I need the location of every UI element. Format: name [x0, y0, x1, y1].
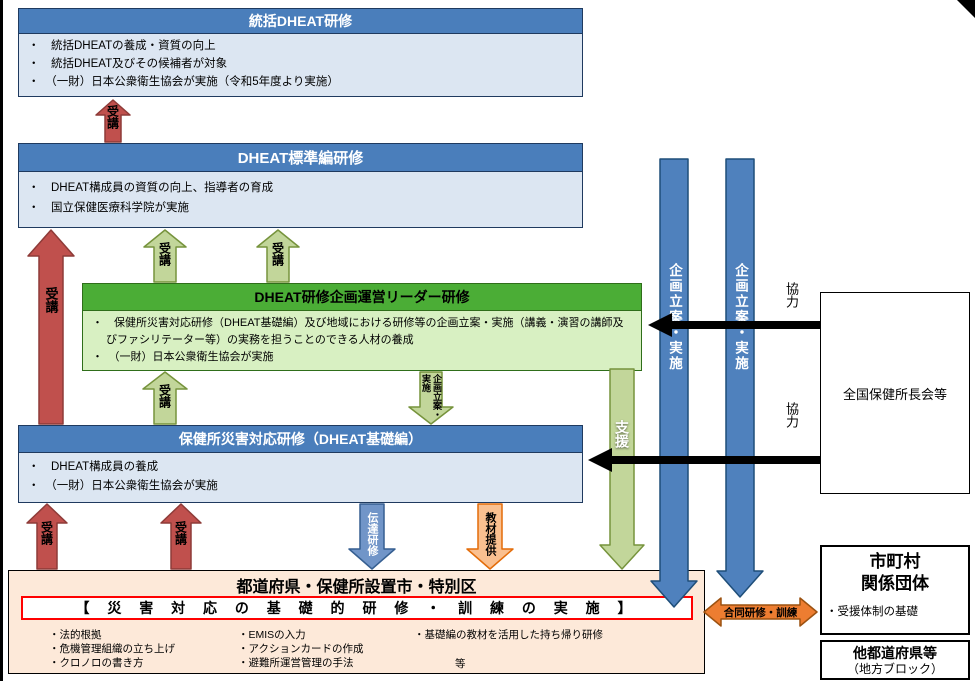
jukou-arrow-green-2: 受講 [256, 229, 300, 283]
down-arrow-icon [348, 503, 396, 570]
left-arrow-icon [648, 313, 820, 337]
municipal-col3: ・基礎編の教材を活用した持ち帰り研修 [414, 628, 603, 642]
bullet-line: ・法的根拠 [49, 629, 102, 641]
kikaku-label: 企画立案・実施 [667, 263, 682, 372]
leader-box-header: DHEAT研修企画運営リーダー研修 [82, 283, 642, 311]
up-arrow-icon [143, 229, 187, 283]
bullet-line: ・ （一財）日本公衆衛生協会が実施（令和5年度より実施） [28, 76, 339, 88]
page-corner-mark [957, 0, 975, 18]
other-pref-line2: （地方ブロック） [846, 662, 943, 676]
kikaku-arrow-big-2: 企画立案・実施 [716, 158, 764, 598]
jukou-label: 受講 [173, 521, 188, 545]
jukou-arrow-bottom-1: 受講 [26, 503, 68, 570]
jukou-label: 受講 [270, 242, 285, 266]
bullet-line: ・基礎編の教材を活用した持ち帰り研修 [414, 629, 603, 641]
bullet-line: ・ （一財）日本公衆衛生協会が実施 [28, 480, 218, 492]
jukou-arrow-green-1: 受講 [143, 229, 187, 283]
cooperation-arrow-1 [648, 312, 820, 338]
goudou-arrow: 合同研修・訓練 [703, 596, 818, 628]
bullet-line: ・危機管理組織の立ち上げ [49, 643, 175, 655]
tokatsu-box-header: 統括DHEAT研修 [18, 8, 583, 34]
jukou-label: 受講 [157, 242, 172, 266]
municipal-col2: ・EMISの入力 ・アクションカードの作成 ・避難所運営管理の手法 [238, 628, 363, 670]
bullet-line: ・ 統括DHEAT及びその候補者が対象 [28, 58, 228, 70]
jukou-label: 受講 [43, 287, 59, 313]
up-arrow-icon [95, 99, 131, 143]
municipal-box: 都道府県・保健所設置市・特別区 【 災 害 対 応 の 基 礎 的 研 修 ・ … [8, 570, 705, 674]
left-arrow-icon [588, 448, 820, 472]
municipal-etc: 等 [455, 658, 466, 670]
municipal-col1: ・法的根拠 ・危機管理組織の立ち上げ ・クロノロの書き方 [49, 628, 175, 670]
jukou-arrow-tall-left: 受講 [27, 229, 75, 425]
down-arrow-icon [466, 503, 514, 570]
jukou-arrow-green-3: 受講 [142, 371, 188, 425]
goudou-label: 合同研修・訓練 [723, 606, 798, 619]
shichoson-note: ・受援体制の基礎 [826, 606, 918, 618]
shichoson-box: 市町村 関係団体 ・受援体制の基礎 [820, 545, 970, 635]
cooperation-arrow-2 [588, 447, 820, 473]
bullet-line: ・EMISの入力 [238, 629, 306, 641]
kikaku-label: 企画立案・実施 [421, 374, 442, 419]
bullet-line: ・避難所運営管理の手法 [238, 657, 354, 669]
bullet-line: ・ 国立保健医療科学院が実施 [28, 202, 189, 214]
jukou-label: 受講 [157, 384, 172, 408]
kyozai-arrow: 教材提供 [466, 503, 514, 570]
tokatsu-box-body: ・ 統括DHEATの養成・資質の向上 ・ 統括DHEAT及びその候補者が対象 ・… [18, 34, 583, 97]
bullet-line: ・ 統括DHEATの養成・資質の向上 [28, 40, 216, 52]
down-arrow-icon [599, 368, 645, 570]
municipal-banner: 【 災 害 対 応 の 基 礎 的 研 修 ・ 訓 練 の 実 施 】 [21, 596, 693, 620]
municipal-title: 都道府県・保健所設置市・特別区 [236, 579, 477, 596]
shien-arrow: 支援 [599, 368, 645, 570]
bullet-line: ・クロノロの書き方 [49, 657, 144, 669]
bullet-line: ・ （一財）日本公衆衛生協会が実施 [92, 351, 274, 363]
page-left-edge-line [0, 0, 3, 681]
up-arrow-icon [160, 503, 202, 570]
kikaku-arrow-big-1: 企画立案・実施 [650, 158, 698, 608]
jukou-arrow-bottom-2: 受講 [160, 503, 202, 570]
up-arrow-icon [142, 371, 188, 425]
kyoryoku-label-1: 協力 [784, 282, 799, 308]
down-arrow-icon [716, 158, 764, 598]
hyojun-box-header: DHEAT標準編研修 [18, 143, 583, 172]
down-arrow-icon [408, 371, 454, 425]
leader-box-body: ・ 保健所災害対応研修（DHEAT基礎編）及び地域における研修等の企画立案・実施… [82, 311, 642, 371]
dentatsu-arrow: 伝達研修 [348, 503, 396, 570]
jukou-label: 受講 [105, 105, 120, 129]
bullet-line: ・ DHEAT構成員の資質の向上、指導者の育成 [28, 182, 274, 194]
kiso-box-body: ・ DHEAT構成員の養成 ・ （一財）日本公衆衛生協会が実施 [18, 453, 583, 503]
down-arrow-icon [650, 158, 698, 608]
kyozai-label: 教材提供 [484, 512, 496, 556]
double-horizontal-arrow-icon [703, 597, 818, 627]
shichoson-line1: 市町村 [869, 552, 921, 571]
bullet-line: ・ DHEAT構成員の養成 [28, 461, 159, 473]
dentatsu-label: 伝達研修 [366, 512, 378, 556]
other-pref-box: 他都道府県等 （地方ブロック） [820, 640, 970, 680]
kiso-box-header: 保健所災害対応研修（DHEAT基礎編） [18, 425, 583, 453]
up-arrow-icon [27, 229, 75, 425]
bullet-line: ・ 保健所災害対応研修（DHEAT基礎編）及び地域における研修等の企画立案・実施… [92, 317, 624, 346]
zenkoku-box: 全国保健所長会等 [820, 292, 970, 494]
kyoryoku-label-2: 協力 [784, 402, 799, 428]
up-arrow-icon [26, 503, 68, 570]
kikaku-arrow-small: 企画立案・実施 [408, 371, 454, 425]
jukou-label: 受講 [39, 521, 54, 545]
kikaku-label: 企画立案・実施 [733, 263, 748, 372]
shien-label: 支援 [614, 420, 630, 448]
shichoson-line2: 関係団体 [861, 574, 929, 593]
hyojun-box-body: ・ DHEAT構成員の資質の向上、指導者の育成 ・ 国立保健医療科学院が実施 [18, 172, 583, 228]
up-arrow-icon [256, 229, 300, 283]
zenkoku-label: 全国保健所長会等 [842, 386, 947, 402]
bullet-line: ・アクションカードの作成 [238, 643, 364, 655]
jukou-arrow-top: 受講 [95, 99, 131, 143]
other-pref-line1: 他都道府県等 [853, 645, 937, 661]
